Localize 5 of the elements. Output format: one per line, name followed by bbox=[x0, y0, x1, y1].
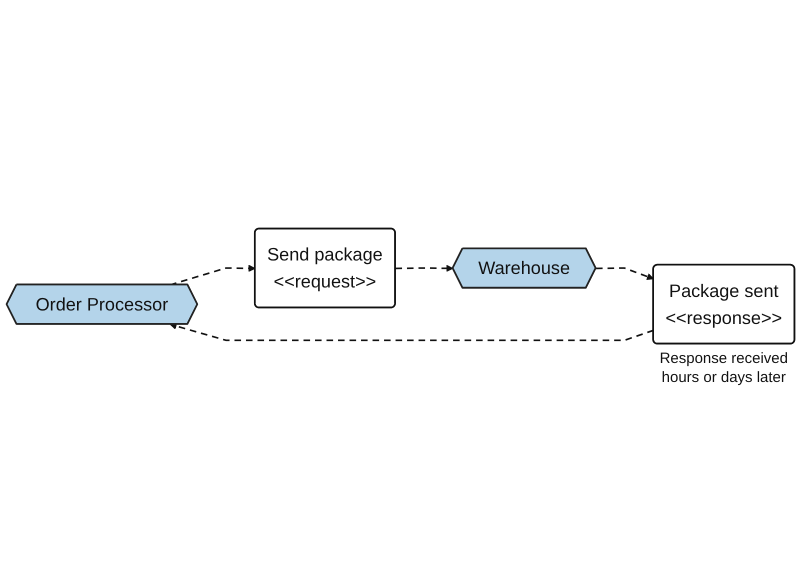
node-caption: Response received hours or days later bbox=[658, 350, 789, 388]
arrow bbox=[170, 265, 256, 286]
arrow bbox=[170, 323, 654, 342]
arrow bbox=[395, 265, 454, 272]
arrow bbox=[596, 268, 654, 280]
